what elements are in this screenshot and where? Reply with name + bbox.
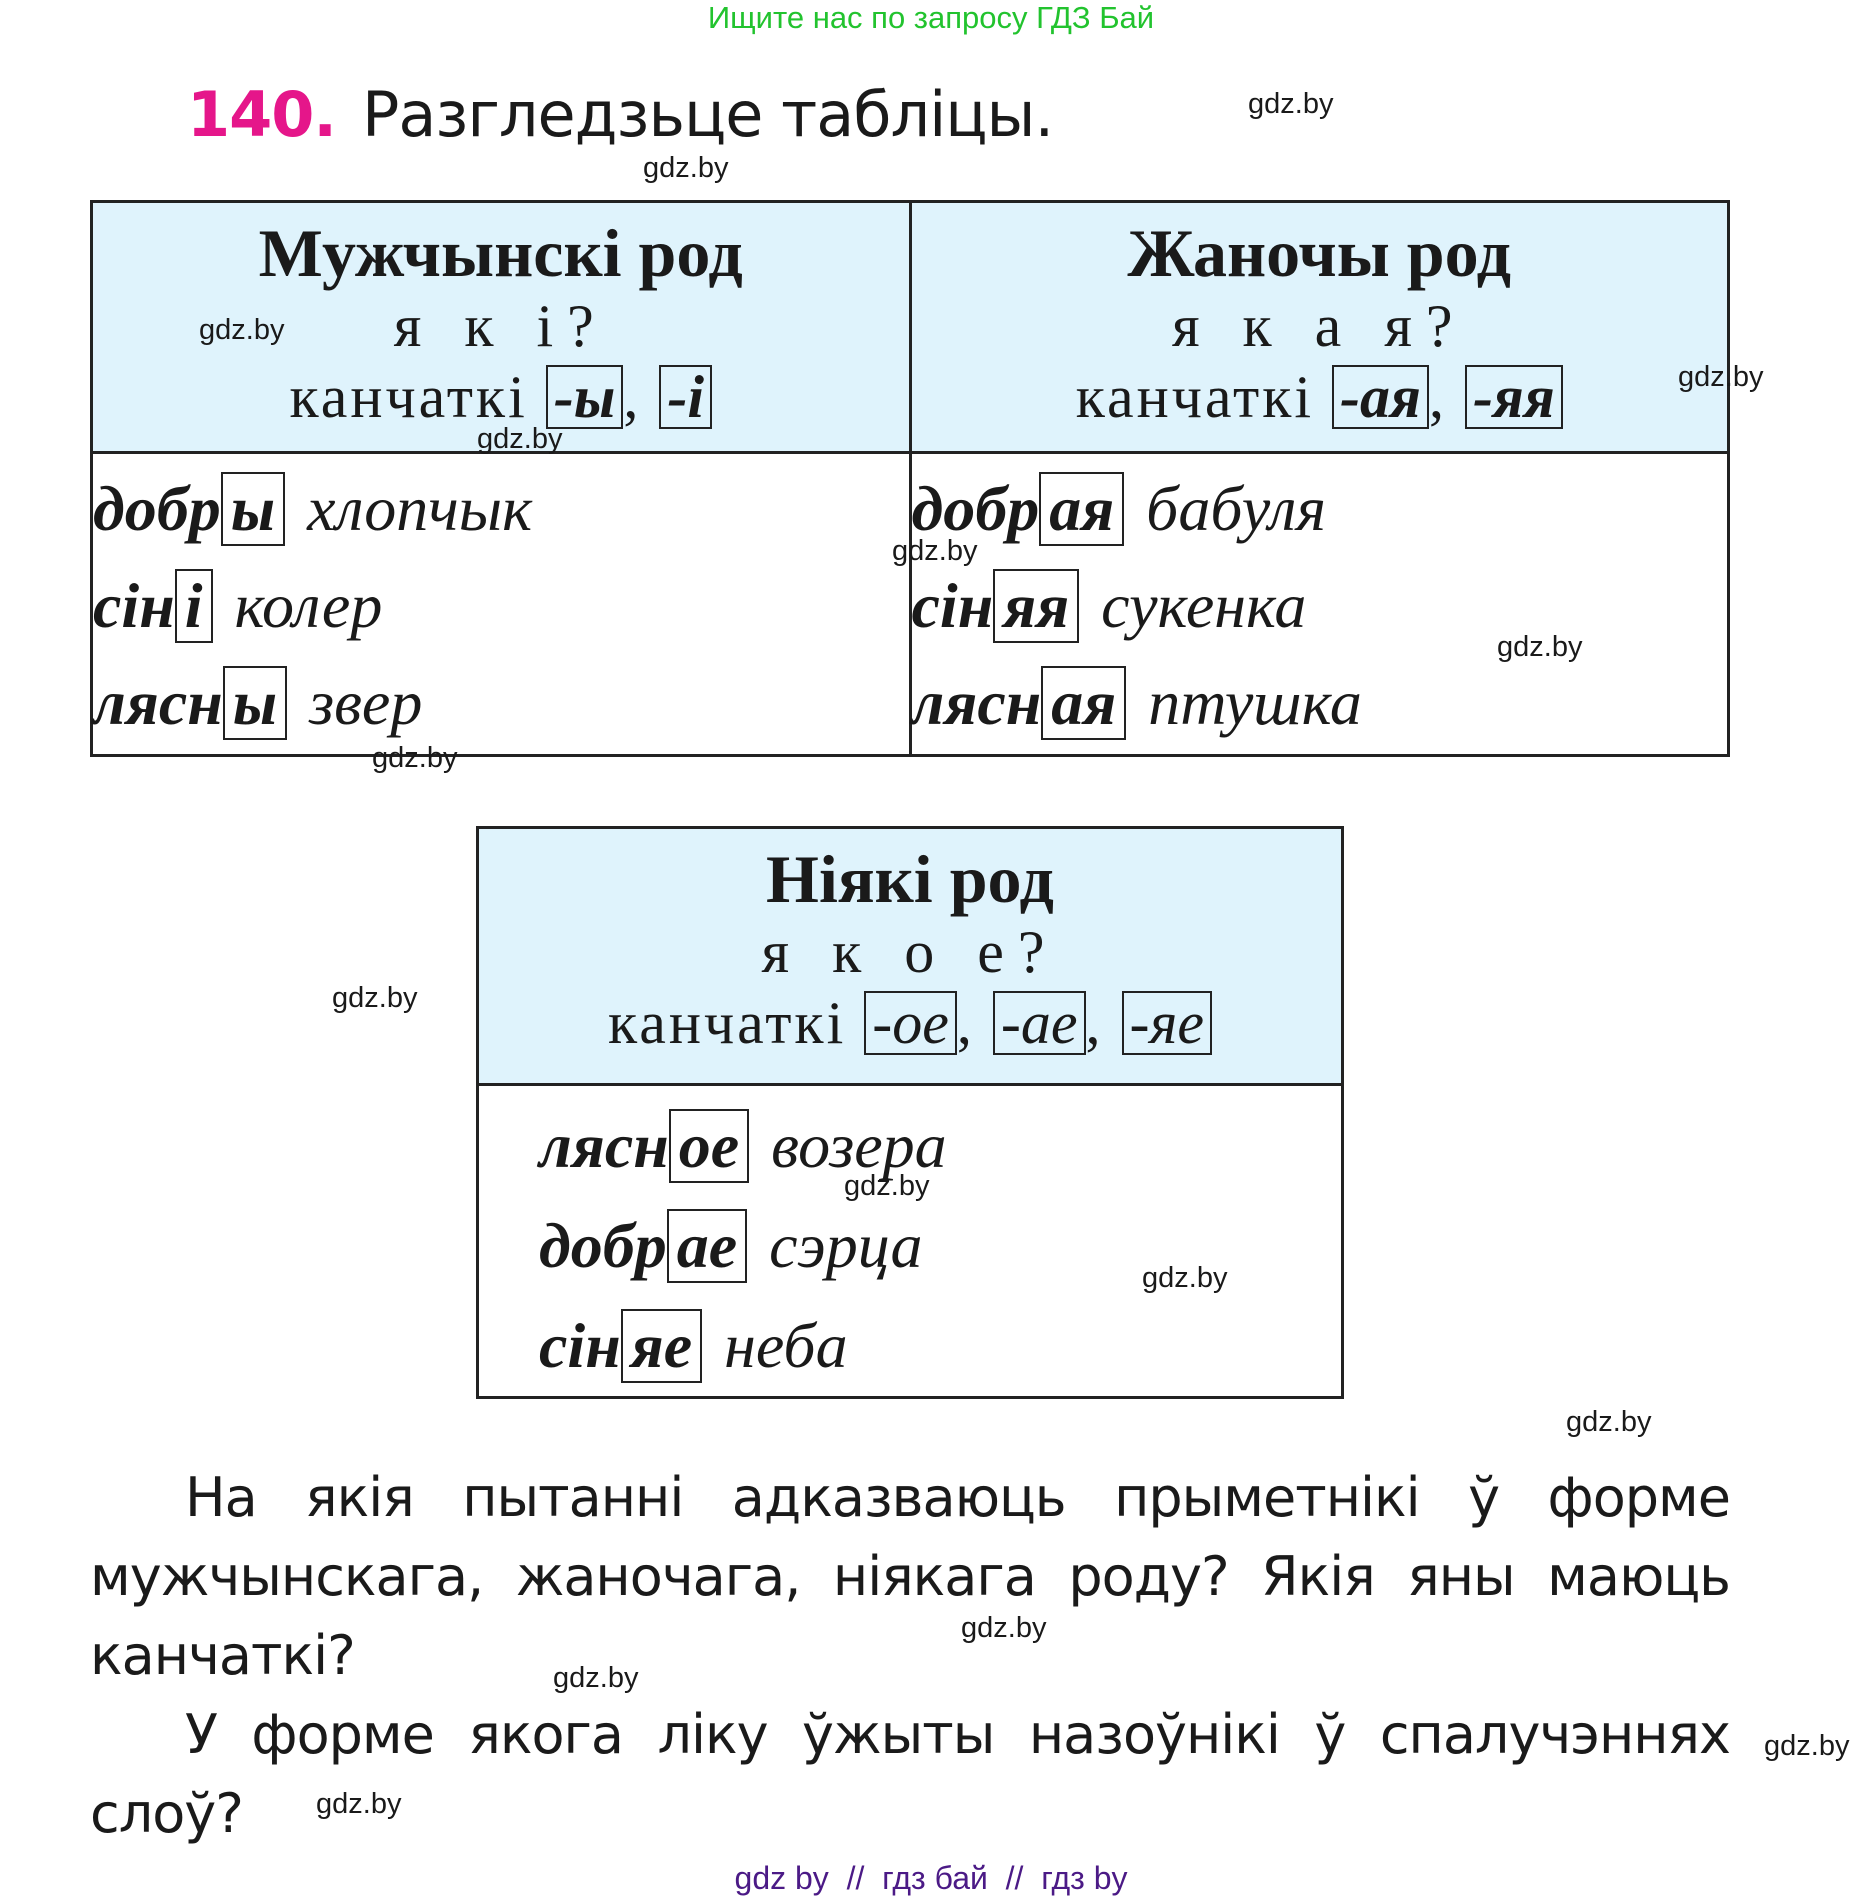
- watermark: gdz.by: [372, 742, 458, 774]
- watermark: gdz.by: [199, 314, 285, 346]
- exercise-heading: 140. Разгледзьце табліцы.: [187, 78, 1054, 152]
- masculine-header: Мужчынскі род я к і? канчаткі -ы, -і: [90, 200, 912, 454]
- watermark: gdz.by: [316, 1788, 402, 1820]
- ending-box: ое: [668, 1109, 750, 1183]
- ending-box: і: [174, 569, 213, 643]
- watermark: gdz.by: [844, 1170, 930, 1202]
- watermark: gdz.by: [553, 1662, 639, 1694]
- watermark: gdz.by: [1566, 1406, 1652, 1438]
- ending-box: -яе: [1121, 991, 1213, 1055]
- ending-box: -ае: [992, 991, 1086, 1055]
- feminine-endings: канчаткі -ая, -яя: [912, 361, 1728, 433]
- ending-box: ы: [222, 666, 288, 740]
- ending-box: ая: [1041, 666, 1127, 740]
- neuter-endings: канчаткі -ое, -ае, -яе: [479, 987, 1341, 1059]
- task-questions: На якія пытанні адказваюць прыметнікі ў …: [90, 1458, 1731, 1853]
- search-banner: Ищите нас по запросу ГДЗ Бай: [707, 0, 1155, 35]
- watermark: gdz.by: [961, 1612, 1047, 1644]
- question-2: У форме якога ліку ўжыты назоўнікі ў спа…: [90, 1703, 1731, 1845]
- exercise-title: Разгледзьце табліцы.: [361, 78, 1054, 151]
- feminine-title: Жаночы род: [1127, 215, 1512, 291]
- question-1: На якія пытанні адказваюць прыметнікі ў …: [90, 1466, 1731, 1687]
- masculine-title: Мужчынскі род: [258, 215, 743, 291]
- watermark: gdz.by: [892, 535, 978, 567]
- watermark: gdz.by: [643, 152, 729, 184]
- watermark: gdz.by: [332, 982, 418, 1014]
- watermark: gdz.by: [1248, 88, 1334, 120]
- exercise-number: 140.: [187, 78, 337, 151]
- ending-box: -яя: [1464, 365, 1563, 429]
- watermark: gdz.by: [1678, 361, 1764, 393]
- ending-box: -ое: [864, 991, 957, 1055]
- gender-table-masc-fem: Мужчынскі род я к і? канчаткі -ы, -і Жан…: [90, 200, 1730, 757]
- ending-box: ая: [1039, 472, 1125, 546]
- neuter-header: Ніякі род я к о е? канчаткі -ое, -ае, -я…: [476, 826, 1344, 1086]
- watermark: gdz.by: [1497, 631, 1583, 663]
- ending-box: ы: [220, 472, 286, 546]
- gender-table-neuter: Ніякі род я к о е? канчаткі -ое, -ае, -я…: [476, 826, 1344, 1399]
- masculine-question: я к і?: [393, 293, 608, 359]
- footer-links: gdz by // гдз бай // гдз by: [734, 1860, 1128, 1896]
- ending-box: -ая: [1332, 365, 1429, 429]
- feminine-question: я к а я?: [1171, 293, 1467, 359]
- ending-box: яя: [993, 569, 1080, 643]
- watermark: gdz.by: [1764, 1730, 1850, 1762]
- feminine-header: Жаночы род я к а я? канчаткі -ая, -яя: [908, 200, 1730, 454]
- ending-box: яе: [620, 1309, 703, 1383]
- ending-box: -ы: [545, 365, 624, 429]
- neuter-question: я к о е?: [761, 919, 1059, 985]
- watermark: gdz.by: [477, 423, 563, 455]
- ending-box: ае: [666, 1209, 748, 1283]
- neuter-title: Ніякі род: [766, 841, 1054, 917]
- masculine-endings: канчаткі -ы, -і: [93, 361, 909, 433]
- watermark: gdz.by: [1142, 1262, 1228, 1294]
- ending-box: -і: [659, 365, 713, 429]
